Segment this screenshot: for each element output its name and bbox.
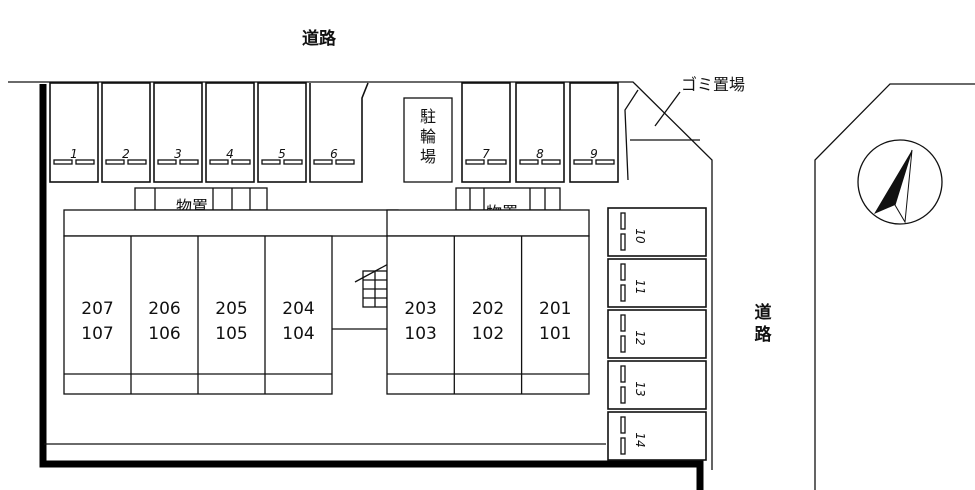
site-boundary [8, 81, 713, 470]
trash-area-edge [624, 89, 639, 181]
parking-slot-top: 4 [205, 82, 255, 183]
unit-number-lower: 102 [472, 324, 504, 344]
unit-number-lower: 105 [215, 324, 247, 344]
parking-slot-side: 12 [607, 309, 707, 359]
trash-area-label: ゴミ置場 [681, 75, 745, 94]
parking-slot-side: 13 [607, 360, 707, 410]
parking-slot-side: 14 [607, 411, 707, 461]
unit-number-lower: 104 [282, 324, 314, 344]
north-arrow-icon [857, 139, 943, 225]
parking-number: 10 [633, 228, 647, 244]
parking-number: 13 [633, 381, 647, 396]
right-building [386, 235, 590, 395]
unit-number-upper: 203 [404, 299, 436, 319]
adjacent-lot-boundary [814, 83, 975, 490]
parking-slot-top: 7 [461, 82, 511, 183]
storage-right-dividers [469, 188, 546, 210]
unit-number-lower: 101 [539, 324, 571, 344]
parking-number: 4 [226, 147, 234, 161]
parking-number: 11 [633, 279, 647, 294]
unit-number-lower: 106 [148, 324, 180, 344]
parking-number: 3 [174, 147, 182, 161]
road-label-top: 道路 [302, 28, 337, 49]
bicycle-parking [403, 97, 453, 183]
storage-left-dividers [154, 188, 251, 210]
trash-leader-line [654, 91, 681, 127]
unit-number-lower: 107 [81, 324, 113, 344]
parking-row-top: 1 2 3 4 5 6 7 8 9 [49, 82, 619, 183]
parking-slot-top: 3 [153, 82, 203, 183]
parking-slot-top: 5 [257, 82, 307, 183]
unit-number-upper: 201 [539, 299, 571, 319]
unit-number-upper: 204 [282, 299, 314, 319]
unit-number-upper: 207 [81, 299, 113, 319]
unit-number-lower: 103 [404, 324, 436, 344]
parking-number: 8 [536, 147, 544, 161]
parking-slot-top: 8 [515, 82, 565, 183]
parking-slot-top: 1 [49, 82, 99, 183]
parking-slot-top: 9 [569, 82, 619, 183]
parking-number: 12 [633, 330, 647, 345]
boundary-wall [39, 84, 704, 490]
bicycle-parking-text: 駐輪場 [420, 107, 436, 166]
parking-number: 5 [278, 147, 286, 161]
parking-number: 14 [633, 432, 647, 447]
parking-slot-side: 11 [607, 258, 707, 308]
parking-number: 9 [590, 147, 598, 161]
parking-slot-side: 10 [607, 207, 707, 257]
parking-slot-top: 2 [101, 82, 151, 183]
parking-number: 1 [70, 147, 78, 161]
parking-number: 6 [330, 147, 338, 161]
right-building-corridor [386, 209, 590, 237]
parking-number: 2 [122, 147, 130, 161]
parking-number: 7 [482, 147, 490, 161]
unit-number-upper: 205 [215, 299, 247, 319]
parking-column-right: 10 11 12 13 14 [607, 207, 707, 461]
unit-number-upper: 202 [472, 299, 504, 319]
parking-slot-top: 6 [309, 82, 369, 183]
unit-number-upper: 206 [148, 299, 180, 319]
road-right-text: 道路 [755, 302, 773, 345]
left-building-corridor [63, 209, 399, 237]
